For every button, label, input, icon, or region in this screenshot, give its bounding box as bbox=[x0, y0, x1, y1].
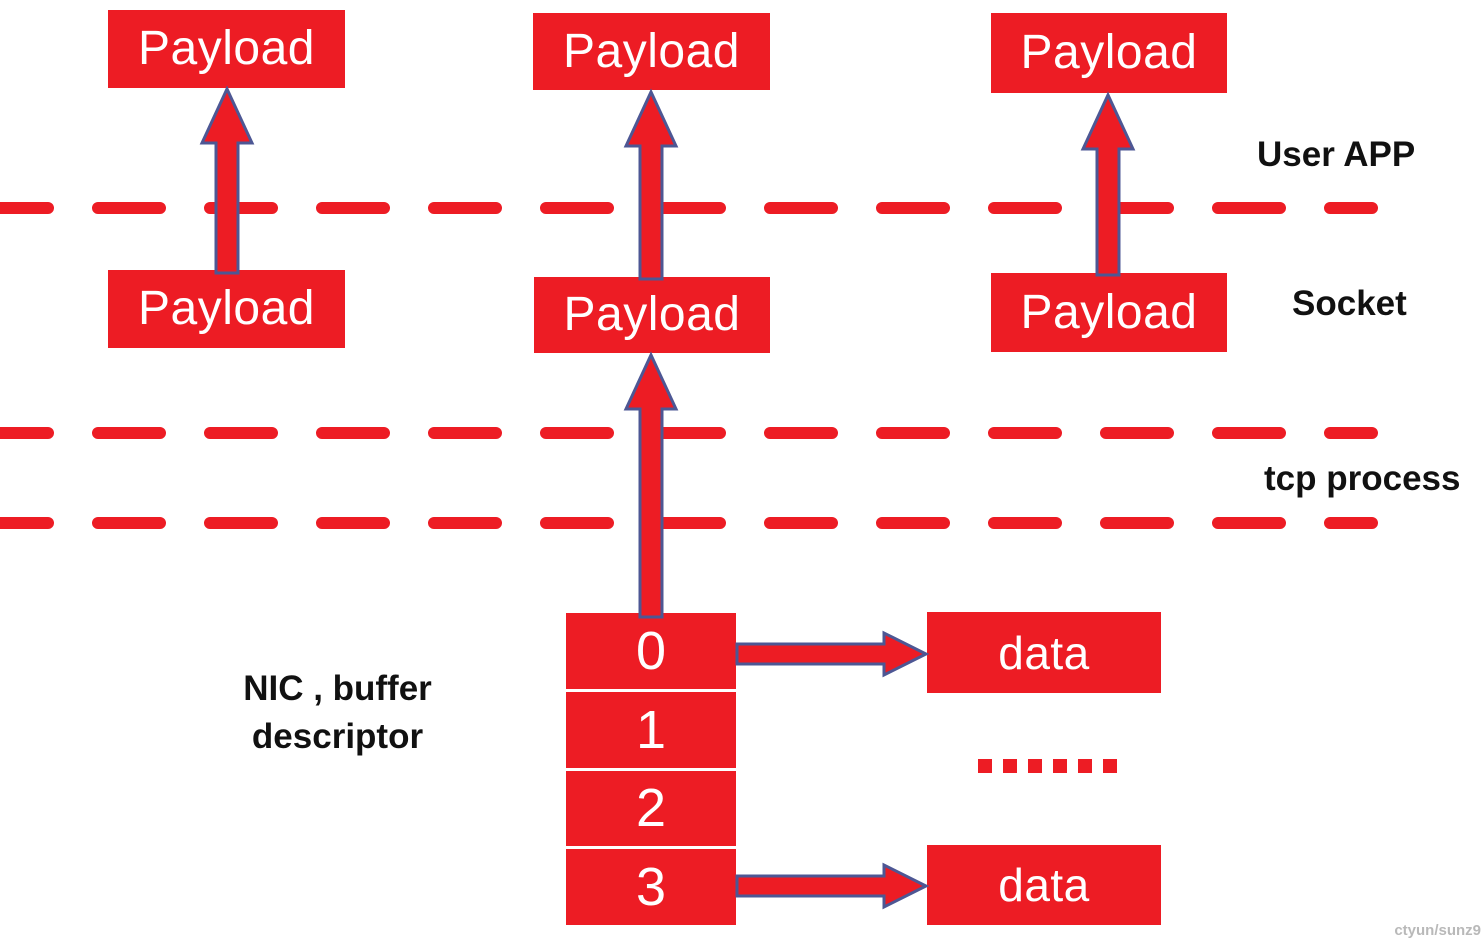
layer-label-user-app: User APP bbox=[1257, 135, 1416, 174]
payload-box-left-socket: Payload bbox=[108, 270, 345, 348]
watermark: ctyun/sunz9 bbox=[1394, 922, 1481, 939]
dot bbox=[978, 759, 992, 773]
payload-box-right-userapp: Payload bbox=[991, 13, 1227, 93]
nic-buffer-descriptor-label: NIC , buffer descriptor bbox=[205, 665, 470, 761]
nic-label-line2: descriptor bbox=[251, 717, 424, 756]
arrow-up-left-icon bbox=[199, 85, 255, 275]
arrow-right-cell3-to-data-icon bbox=[735, 862, 930, 910]
dot bbox=[1078, 759, 1092, 773]
nic-buffer-descriptor-table: 0 1 2 3 bbox=[566, 613, 736, 925]
buffer-cell-0: 0 bbox=[566, 613, 736, 689]
buffer-cell-3: 3 bbox=[566, 849, 736, 925]
dot bbox=[1028, 759, 1042, 773]
buffer-cell-2: 2 bbox=[566, 770, 736, 847]
nic-label-line1: NIC , buffer bbox=[243, 669, 432, 708]
buffer-cell-1: 1 bbox=[566, 691, 736, 768]
ellipsis-dots bbox=[978, 759, 1117, 773]
arrow-up-middle-icon bbox=[623, 88, 679, 281]
dot bbox=[1103, 759, 1117, 773]
data-box-top: data bbox=[927, 612, 1161, 693]
layer-label-socket: Socket bbox=[1292, 284, 1407, 323]
layer-label-tcp-process: tcp process bbox=[1264, 459, 1461, 498]
dot bbox=[1003, 759, 1017, 773]
dot bbox=[1053, 759, 1067, 773]
arrow-right-cell0-to-data-icon bbox=[735, 630, 930, 678]
payload-box-left-userapp: Payload bbox=[108, 10, 345, 88]
payload-box-right-socket: Payload bbox=[991, 273, 1227, 352]
arrow-up-right-icon bbox=[1080, 91, 1136, 277]
payload-box-middle-socket: Payload bbox=[534, 277, 770, 353]
arrow-up-buffer-to-socket-icon bbox=[623, 351, 679, 619]
payload-box-middle-userapp: Payload bbox=[533, 13, 770, 90]
data-box-bottom: data bbox=[927, 845, 1161, 925]
